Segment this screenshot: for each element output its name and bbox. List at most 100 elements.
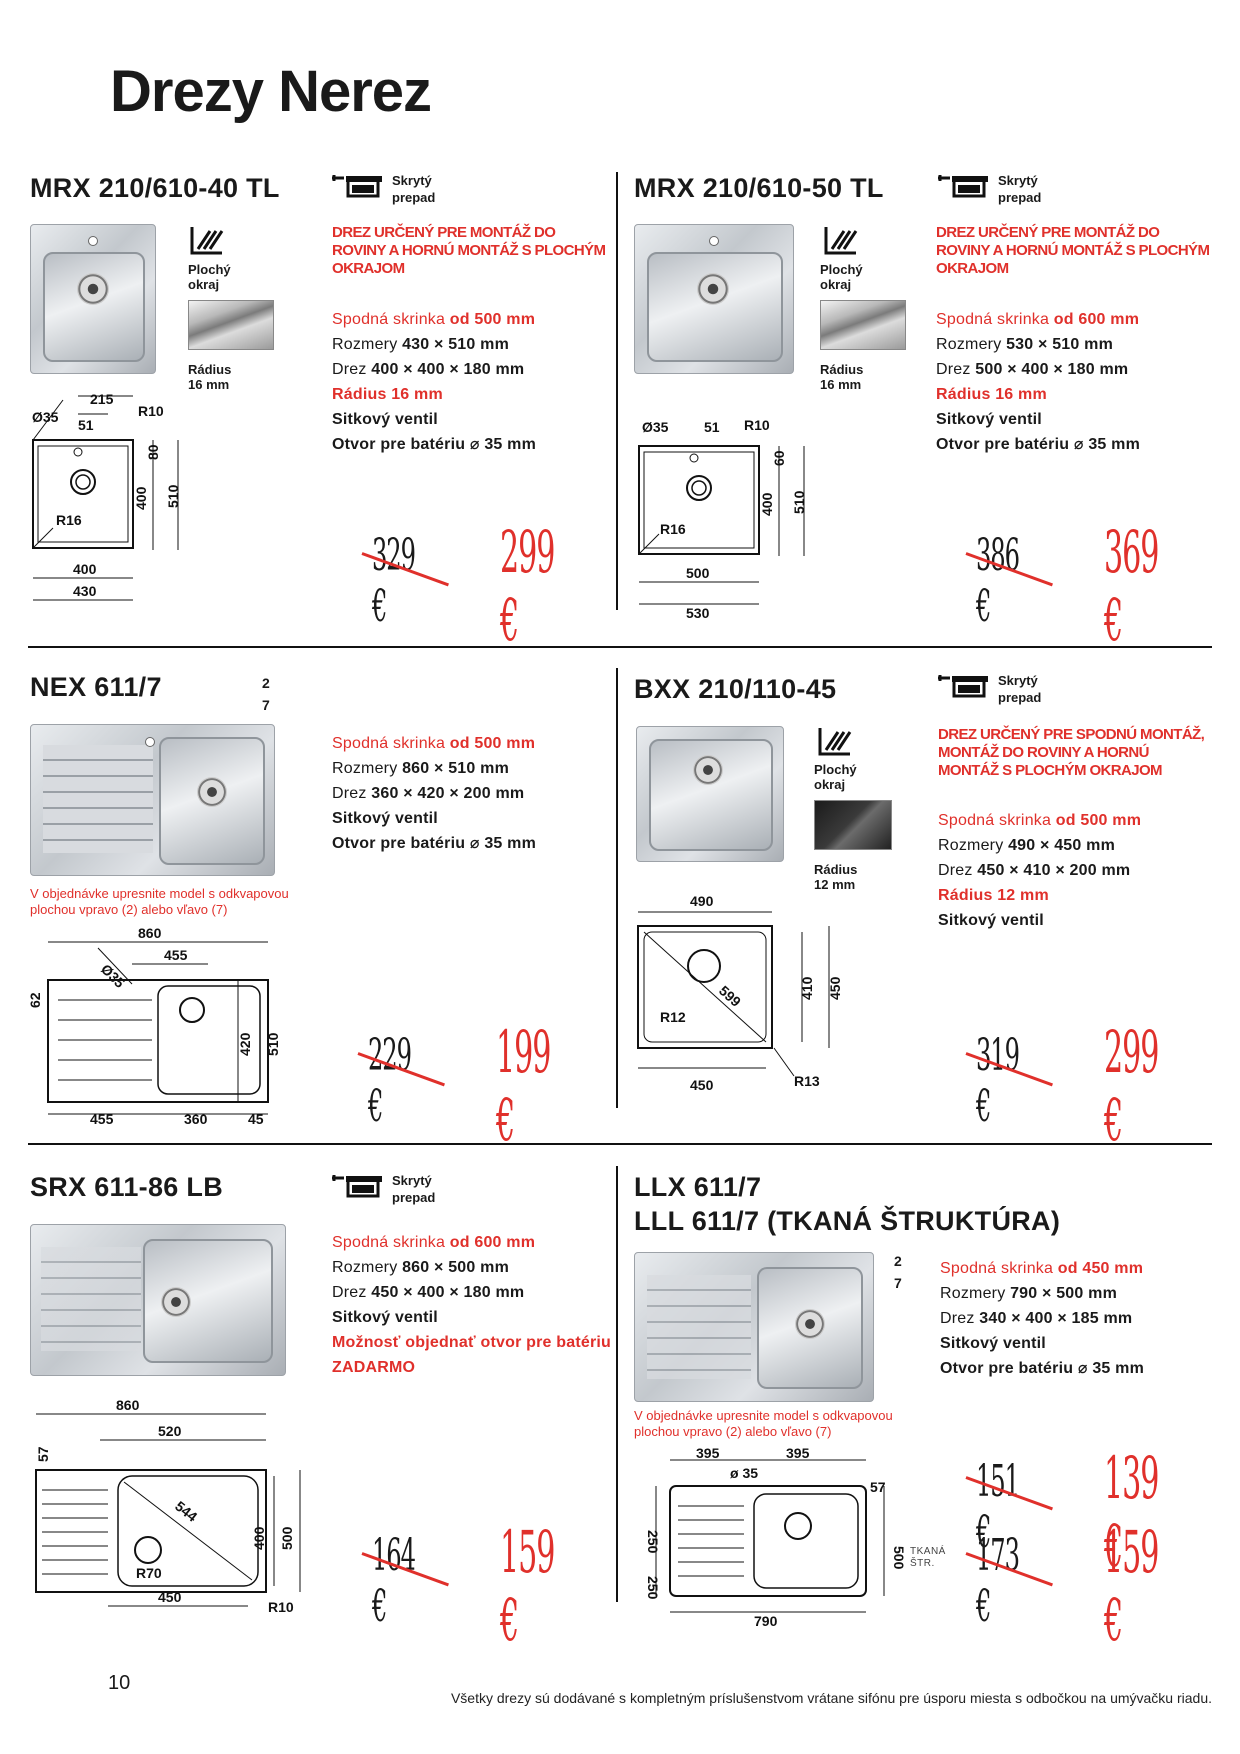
radius-label: Rádius 16 mm bbox=[820, 362, 864, 392]
hidden-drain-icon bbox=[332, 1175, 382, 1198]
column-divider-2 bbox=[616, 668, 618, 1108]
svg-text:R10: R10 bbox=[138, 403, 164, 419]
radius-label: Rádius 16 mm bbox=[188, 362, 232, 392]
sink-photo bbox=[30, 1224, 286, 1376]
svg-text:57: 57 bbox=[870, 1479, 886, 1495]
svg-text:410: 410 bbox=[799, 976, 815, 1000]
svg-text:500: 500 bbox=[279, 1526, 295, 1550]
product-name-secondary: LLL 611/7 (TKANÁ ŠTRUKTÚRA) bbox=[634, 1206, 1061, 1236]
svg-text:215: 215 bbox=[90, 391, 114, 407]
svg-text:R13: R13 bbox=[794, 1073, 820, 1089]
column-divider-3 bbox=[616, 1166, 618, 1602]
drainboard bbox=[43, 745, 153, 853]
row-divider-1 bbox=[28, 646, 1212, 648]
svg-text:500: 500 bbox=[891, 1546, 907, 1570]
svg-text:400: 400 bbox=[251, 1526, 267, 1550]
svg-text:510: 510 bbox=[165, 484, 181, 508]
radius-label: Rádius 12 mm bbox=[814, 862, 858, 892]
new-price: 299 € bbox=[1104, 1018, 1159, 1154]
sink-bowl bbox=[43, 252, 145, 362]
sink-photo bbox=[30, 724, 275, 876]
svg-text:57: 57 bbox=[35, 1446, 51, 1462]
hidden-drain-icon bbox=[332, 175, 382, 198]
svg-text:500: 500 bbox=[686, 565, 710, 581]
svg-text:790: 790 bbox=[754, 1613, 778, 1626]
svg-text:510: 510 bbox=[791, 490, 807, 514]
svg-text:450: 450 bbox=[690, 1077, 714, 1093]
svg-text:250: 250 bbox=[645, 1576, 661, 1600]
old-price: 386 € bbox=[976, 530, 1020, 632]
svg-text:R10: R10 bbox=[744, 417, 770, 433]
tap-hole bbox=[145, 737, 155, 747]
svg-text:450: 450 bbox=[827, 976, 843, 1000]
flat-edge-icon bbox=[818, 728, 852, 756]
svg-text:80: 80 bbox=[145, 444, 161, 460]
sink-bowl bbox=[647, 252, 783, 362]
svg-text:395: 395 bbox=[786, 1446, 810, 1461]
spec-list: Spodná skrinka od 500 mm Rozmery 430 × 5… bbox=[332, 311, 537, 453]
svg-text:860: 860 bbox=[116, 1400, 140, 1413]
technical-drawing: 215 R10 Ø35 51 80 400 510 R16 400 430 bbox=[32, 391, 181, 601]
svg-text:R12: R12 bbox=[660, 1009, 686, 1025]
order-note: V objednávke upresnite model s odkvapovo… bbox=[30, 886, 289, 917]
flat-edge-label: Plochý okraj bbox=[188, 262, 231, 292]
svg-text:400: 400 bbox=[73, 561, 97, 577]
spec-list: Spodná skrinka od 600 mm Rozmery 860 × 5… bbox=[332, 1234, 612, 1376]
order-note: V objednávke upresnite model s odkvapovo… bbox=[634, 1408, 893, 1439]
page-number: 10 bbox=[108, 1672, 131, 1694]
sink-photo bbox=[634, 1252, 874, 1402]
svg-text:51: 51 bbox=[78, 417, 94, 433]
svg-text:Ø35: Ø35 bbox=[32, 409, 59, 425]
new-price: 139 € bbox=[1104, 1444, 1159, 1580]
flat-edge-icon bbox=[190, 227, 224, 255]
hidden-drain-icon bbox=[938, 175, 988, 198]
radius-thumbnail bbox=[814, 800, 892, 850]
svg-text:ø 35: ø 35 bbox=[730, 1465, 758, 1481]
page-title: Drezy Nerez bbox=[110, 59, 432, 124]
drain-icon bbox=[77, 273, 109, 305]
sink-photo bbox=[636, 726, 784, 862]
sink-photo bbox=[30, 224, 156, 374]
svg-text:544: 544 bbox=[172, 1498, 200, 1525]
svg-text:R16: R16 bbox=[56, 512, 82, 528]
drain-icon bbox=[197, 777, 227, 807]
drain-icon bbox=[693, 755, 723, 785]
drainboard bbox=[41, 1247, 141, 1351]
spec-list: Spodná skrinka od 450 mm Rozmery 790 × 5… bbox=[940, 1260, 1145, 1377]
svg-text:599: 599 bbox=[716, 982, 744, 1010]
svg-text:455: 455 bbox=[164, 947, 188, 963]
svg-text:250: 250 bbox=[645, 1530, 661, 1554]
radius-thumbnail bbox=[820, 300, 906, 350]
svg-text:455: 455 bbox=[90, 1111, 114, 1124]
svg-text:60: 60 bbox=[771, 450, 787, 466]
drain-icon bbox=[795, 1309, 825, 1339]
svg-text:Ø35: Ø35 bbox=[98, 961, 128, 991]
svg-text:530: 530 bbox=[686, 605, 710, 620]
mounting-title: DREZ URČENÝ PRE MONTÁŽ DO ROVINY A HORNÚ… bbox=[332, 224, 606, 277]
old-price: 329 € bbox=[372, 530, 416, 632]
technical-drawing: 490 599 410 450 R12 R13 450 bbox=[637, 893, 843, 1093]
new-price: 369 € bbox=[1104, 518, 1159, 654]
sink-photo bbox=[634, 224, 794, 374]
spec-list: Spodná skrinka od 500 mm Rozmery 490 × 4… bbox=[938, 812, 1142, 929]
tap-hole bbox=[88, 236, 98, 246]
column-divider-1 bbox=[616, 172, 618, 610]
svg-text:490: 490 bbox=[690, 893, 714, 909]
svg-text:430: 430 bbox=[73, 583, 97, 599]
technical-drawing: 860 Ø35 455 62 420 510 455 360 45 bbox=[28, 925, 281, 1124]
hidden-drain-icon bbox=[938, 675, 988, 698]
technical-drawing: R10 Ø35 51 60 400 510 R16 500 530 bbox=[638, 417, 807, 620]
product-name: BXX 210/110-45 bbox=[634, 674, 837, 704]
product-name: SRX 611-86 LB bbox=[30, 1172, 223, 1202]
product-name: LLX 611/7 bbox=[634, 1172, 762, 1202]
drain-icon bbox=[697, 273, 729, 305]
